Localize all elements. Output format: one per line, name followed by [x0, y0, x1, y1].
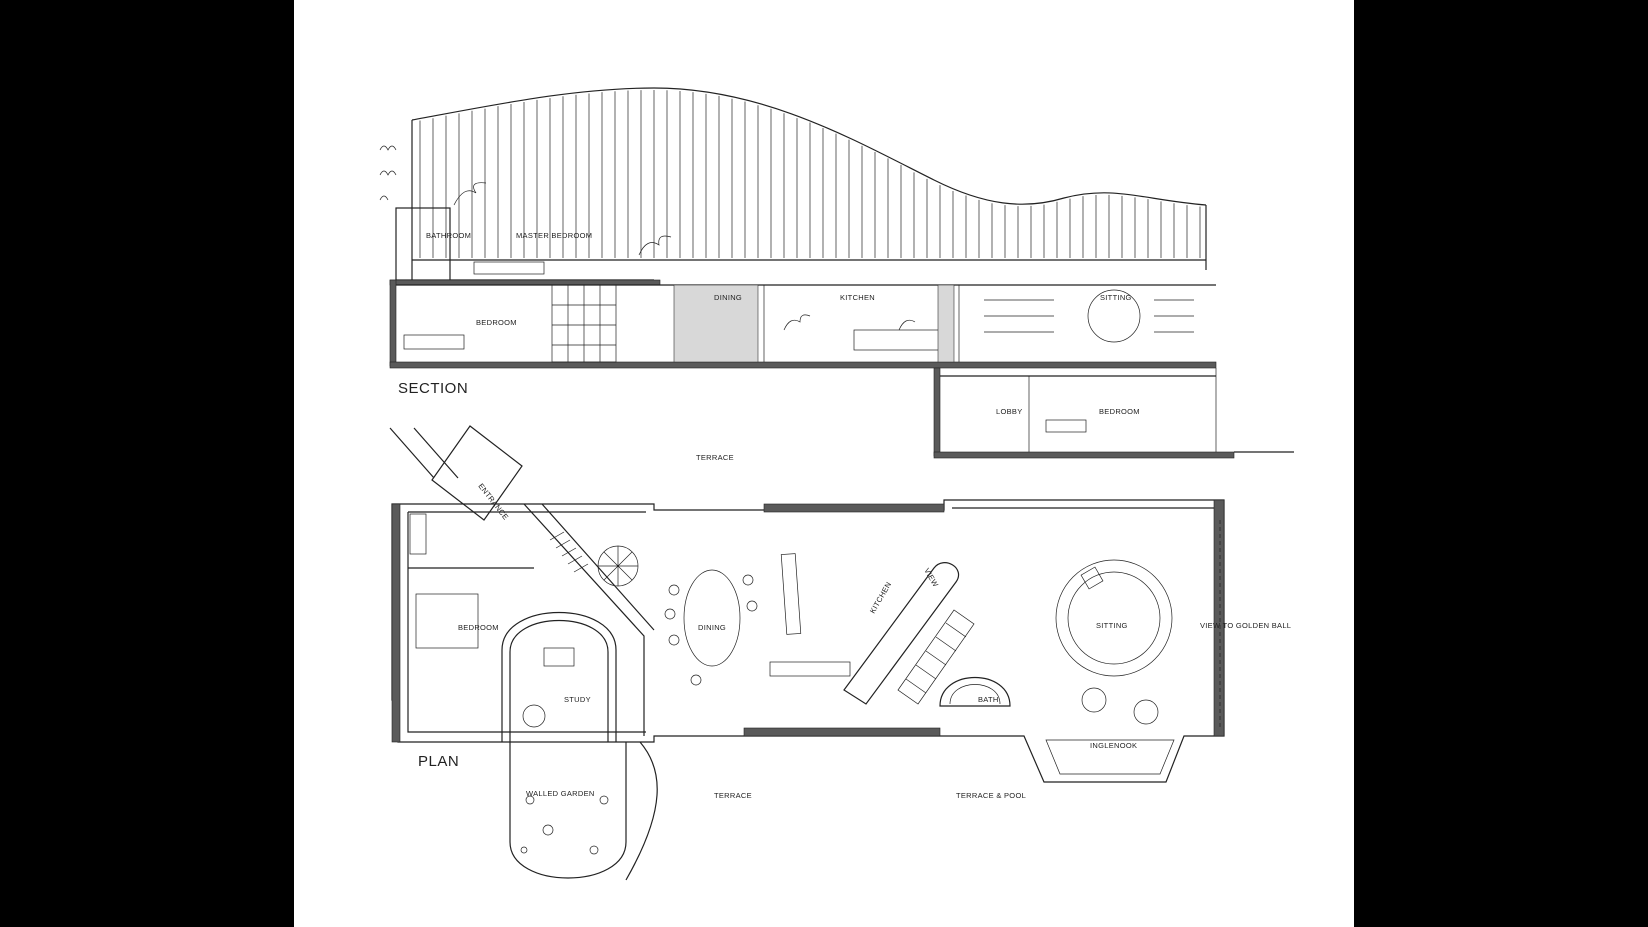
section-plants — [379, 145, 916, 331]
section-master-bed — [473, 261, 545, 275]
plan-label-sitting: SITTING — [1096, 621, 1128, 630]
section-lower-bed — [1045, 419, 1087, 433]
section-label-lower-bedroom: BEDROOM — [1099, 407, 1140, 416]
plan-sitting-outer-ring — [1055, 559, 1173, 677]
plan-sitting-chair-1 — [1080, 566, 1104, 590]
plan-label-dining: DINING — [698, 623, 726, 632]
plan-kitchen-worktop — [769, 661, 851, 677]
plan-label-inglenook: INGLENOOK — [1090, 741, 1137, 750]
plan-study-inner-wall — [509, 619, 609, 742]
section-label-bathroom: BATHROOM — [426, 231, 471, 240]
plan-label-view: VIEW — [922, 567, 940, 590]
drawing-sheet: BATHROOM MASTER BEDROOM BEDROOM DINING K… — [294, 0, 1354, 927]
plan-bath-dome — [939, 677, 1011, 707]
plan-label-terrace-pool: TERRACE & POOL — [956, 791, 1026, 800]
section-shoji-screen — [551, 284, 617, 363]
plan-label-bath: BATH — [978, 695, 999, 704]
plan-label-terrace-bottom: TERRACE — [714, 791, 752, 800]
plan-walled-garden-wall — [509, 742, 627, 879]
plan-garden-path — [625, 741, 658, 881]
section-lower-left-wall — [933, 367, 941, 457]
plan-sitting-inner-ring — [1067, 571, 1161, 665]
plan-dining-table — [683, 569, 741, 667]
plan-label-kitchen: KITCHEN — [868, 580, 893, 615]
plan-bath-tub — [949, 684, 1001, 705]
plan-study-chair — [522, 704, 546, 728]
section-label-bedroom: BEDROOM — [476, 318, 517, 327]
plan-north-wall-mid — [763, 503, 945, 513]
plan-inglenook-seat — [1045, 739, 1175, 775]
section-shelves — [984, 299, 1194, 333]
section-label-kitchen: KITCHEN — [840, 293, 875, 302]
plan-label-study: STUDY — [564, 695, 591, 704]
plan-drawing: TERRACE ENTRANCE BEDROOM STUDY DINING KI… — [389, 425, 1291, 881]
plan-sitting-chair-2 — [1081, 687, 1107, 713]
plan-entrance-walls — [389, 425, 523, 521]
plan-spiral-stair-treads — [598, 546, 638, 586]
plan-west-wall — [391, 503, 401, 743]
section-label-sitting: SITTING — [1100, 293, 1132, 302]
plan-study-desk — [543, 647, 575, 667]
section-label-dining: DINING — [714, 293, 742, 302]
plan-bathtub — [409, 513, 427, 555]
section-golden-ball — [1087, 289, 1141, 343]
plan-label-walled-garden: WALLED GARDEN — [526, 789, 595, 798]
plan-east-wall — [1213, 499, 1225, 737]
plan-dining-chairs — [664, 574, 758, 686]
section-kitchen-counter — [853, 329, 945, 351]
section-roof-battens — [419, 90, 1201, 258]
section-dining-glass — [673, 284, 759, 363]
section-drawing: BATHROOM MASTER BEDROOM BEDROOM DINING K… — [379, 87, 1294, 459]
plan-label-view-golden-ball: VIEW TO GOLDEN BALL — [1200, 621, 1291, 630]
section-roof-curve — [411, 87, 1207, 206]
plan-kitchen-counter — [843, 562, 959, 705]
section-label-lobby: LOBBY — [996, 407, 1023, 416]
plan-diagonal-stair — [549, 531, 589, 573]
section-bedroom-bed — [403, 334, 465, 350]
section-title: SECTION — [398, 380, 468, 397]
section-mezzanine-slab — [389, 279, 661, 286]
plan-inner-wall — [407, 507, 1217, 733]
plan-bed — [415, 593, 479, 649]
plan-label-bedroom: BEDROOM — [458, 623, 499, 632]
section-ground-slab — [389, 361, 1217, 369]
plan-south-wall-mid — [743, 727, 941, 737]
plan-title: PLAN — [418, 753, 459, 770]
architectural-drawing: BATHROOM MASTER BEDROOM BEDROOM DINING K… — [379, 87, 1294, 881]
plan-label-entrance: ENTRANCE — [476, 482, 510, 522]
section-label-master-bedroom: MASTER BEDROOM — [516, 231, 592, 240]
plan-label-terrace-top: TERRACE — [696, 453, 734, 462]
plan-kitchen-stair — [897, 609, 975, 705]
plan-garden-planting — [520, 795, 609, 855]
section-glass-panel — [937, 284, 955, 363]
plan-island — [780, 553, 802, 635]
section-bathroom-box — [395, 207, 451, 281]
plan-study-wall — [501, 612, 617, 742]
plan-sitting-chair-3 — [1133, 699, 1159, 725]
section-ground-left-wall — [389, 279, 397, 367]
section-lower-slab — [933, 451, 1235, 459]
